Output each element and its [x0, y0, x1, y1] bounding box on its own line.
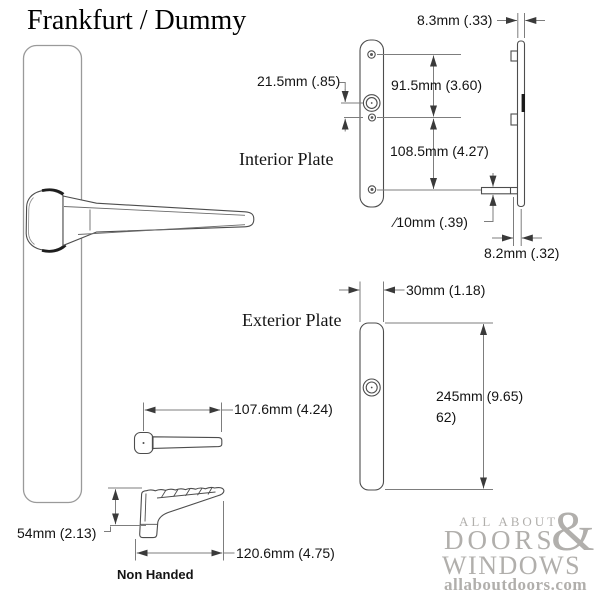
non-handed-label: Non Handed [117, 567, 194, 582]
dim-plate-thickness-top: 8.3mm (.33) [417, 12, 493, 28]
dim-handle-top-length: 107.6mm (4.24) [234, 401, 333, 417]
dimension-lines [104, 13, 545, 561]
logo-line-doors: DOORS [444, 525, 556, 555]
dim-screw-spacing-lower: 108.5mm (4.27) [390, 143, 489, 159]
dim-exterior-height-line1: 245mm (9.65) [436, 388, 524, 404]
handle-side-view [139, 486, 225, 539]
interior-plate-front-view [359, 39, 385, 208]
dim-screw-spacing-upper: 91.5mm (3.60) [391, 77, 483, 93]
dim-exterior-height-line2: 62) [436, 409, 457, 425]
dim-plate-thickness-bottom: 8.2mm (.32) [484, 245, 560, 261]
dim-boss-diameter: ∕10mm (.39) [394, 214, 468, 230]
left-plate-view [22, 44, 255, 504]
dim-exterior-width: 30mm (1.18) [406, 282, 486, 298]
interior-plate-side-view [480, 40, 526, 208]
logo-url: allaboutdoors.com [444, 575, 588, 594]
exterior-plate-label: Exterior Plate [242, 310, 342, 330]
dim-handle-height: 54mm (2.13) [17, 525, 97, 541]
logo-ampersand: & [551, 501, 595, 563]
dim-cyl-to-screw: 21.5mm (.85) [257, 73, 341, 89]
logo-line-windows: WINDOWS [442, 551, 582, 580]
logo-line-all-about: ALL ABOUT [459, 514, 559, 529]
page-title: Frankfurt / Dummy [27, 5, 247, 36]
interior-plate-label: Interior Plate [239, 149, 334, 169]
exterior-plate-front-view [359, 322, 385, 491]
handle-top-view [133, 431, 223, 455]
dim-handle-length: 120.6mm (4.75) [236, 545, 335, 561]
